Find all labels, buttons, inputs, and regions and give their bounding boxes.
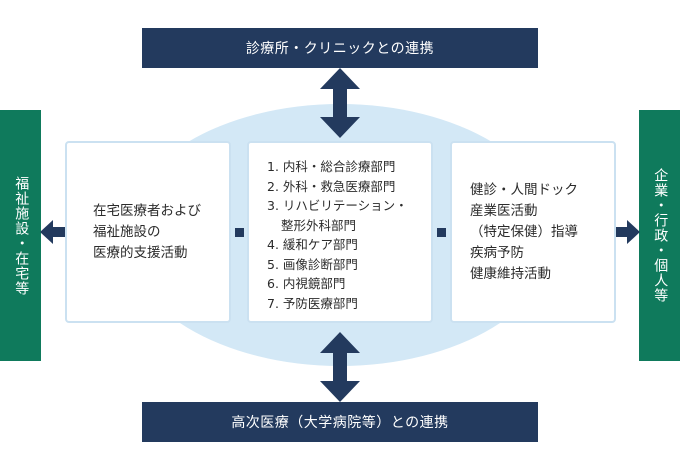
right-box-line: 健康維持活動 [470,265,551,282]
connector-square [437,228,446,237]
department-item: 2. 外科・救急医療部門 [267,178,396,194]
right-box-line: 健診・人間ドック [470,181,578,198]
top-bar-label: 診療所・クリニックとの連携 [245,41,435,57]
department-item: 3. リハビリテーション・ [267,198,408,213]
department-item: 5. 画像診断部門 [267,256,358,272]
right-side-label: 企業・行政・個人等 [652,168,669,303]
bottom-bar-label: 高次医療（大学病院等）との連携 [231,415,449,431]
department-item: 1. 内科・総合診療部門 [267,159,396,174]
departments-box: 1. 内科・総合診療部門 2. 外科・救急医療部門 3. リハビリテーション・ … [247,141,433,323]
department-item: 7. 予防医療部門 [267,295,358,311]
left-side-welfare-home: 福祉施設・在宅等 [0,110,41,361]
top-double-arrow-icon [320,68,360,138]
home-care-support-box: 在宅医療者および 福祉施設の 医療的支援活動 [65,141,231,323]
connector-square [235,228,244,237]
bottom-bar-advanced-care-cooperation: 高次医療（大学病院等）との連携 [142,402,538,442]
department-item: 4. 緩和ケア部門 [267,237,358,252]
department-item-continued: 整形外科部門 [281,217,357,233]
right-box-line: 産業医活動 [470,202,538,219]
right-box-line: 疾病予防 [470,244,524,261]
left-box-line: 医療的支援活動 [93,244,188,261]
left-box-line: 在宅医療者および [93,202,201,219]
left-side-label: 福祉施設・在宅等 [13,175,30,296]
top-bar-clinic-cooperation: 診療所・クリニックとの連携 [142,28,538,68]
right-box-line: （特定保健）指導 [470,223,578,240]
bottom-double-arrow-icon [320,332,360,402]
department-item: 6. 内視鏡部門 [267,276,346,291]
right-side-company-government: 企業・行政・個人等 [639,110,680,361]
left-box-line: 福祉施設の [93,223,161,240]
health-checkup-box: 健診・人間ドック 産業医活動 （特定保健）指導 疾病予防 健康維持活動 [450,141,616,323]
